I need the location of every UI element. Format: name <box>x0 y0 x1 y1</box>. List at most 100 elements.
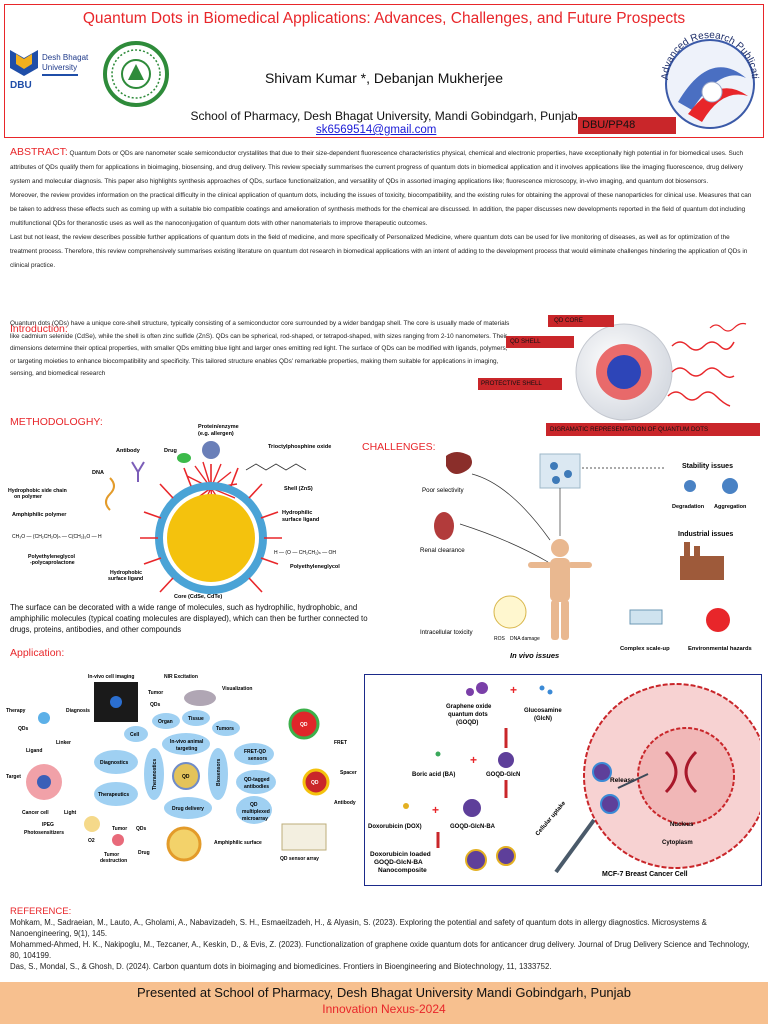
label-peg-pcl-2: -polycaprolactone <box>30 560 75 566</box>
challenges-heading: CHALLENGES: <box>362 441 436 453</box>
dbu-name-line2: University <box>42 63 77 72</box>
hazard-icon <box>706 608 730 632</box>
center-qd-icon <box>172 762 200 790</box>
label-tumor-destruction-2: destruction <box>100 858 127 864</box>
arp-center <box>701 81 723 103</box>
label-boric-acid: Boric acid (BA) <box>412 772 455 778</box>
amphiphilic-qd-icon <box>166 826 202 862</box>
dna-helix-icon <box>664 750 698 794</box>
label-shell: Shell (ZnS) <box>284 486 313 492</box>
petal-biosensors <box>208 748 228 800</box>
university-seal-logo <box>103 41 169 107</box>
label-drug: Drug <box>164 448 177 454</box>
label-tumor-destruction: Tumor <box>104 852 119 858</box>
qd-surface-coating-figure: Antibody Drug Protein/enzyme (e.g. aller… <box>8 424 340 600</box>
dna-icon <box>105 477 115 511</box>
label-qd-tagged: QD-tagged <box>244 777 270 783</box>
label-invivo-cell-imaging: In-vivo cell imaging <box>88 674 134 680</box>
label-qd-tagged-2: antibodies <box>244 784 269 790</box>
label-diagnostics: Diagnostics <box>100 760 129 766</box>
label-poor-selectivity: Poor selectivity <box>422 487 465 494</box>
abstract-heading: ABSTRACT: <box>10 146 68 158</box>
dbu-underline <box>42 74 78 76</box>
emission-wave-4 <box>709 322 747 332</box>
label-stability-issues: Stability issues <box>682 463 733 470</box>
affiliation: School of Pharmacy, Desh Bhagat Universi… <box>190 109 578 123</box>
reference-item: Mohkam, M., Sadraeian, M., Lauto, A., Gh… <box>10 918 707 938</box>
dox-particle <box>403 803 409 809</box>
label-qd-sensor-array: QD sensor array <box>280 856 319 862</box>
uptake-arrow <box>554 818 596 874</box>
qd-sensor-array-icon <box>281 823 327 851</box>
goqd-glcn-icon <box>498 752 514 768</box>
qd-core-label: QD CORE <box>548 315 614 327</box>
arp-swirl-blue <box>678 67 746 110</box>
challenges-figure: Poor selectivity Renal clearance Intrace… <box>420 452 752 660</box>
label-hydrophobic-ligand-2: surface ligand <box>108 576 143 582</box>
protein-icon <box>202 441 220 459</box>
label-light: Light <box>64 810 77 816</box>
label-topo: Trioctylphosphine oxide <box>268 444 331 450</box>
arp-swirl-red <box>688 88 748 122</box>
ligand-spikes <box>140 464 282 593</box>
footer-presented-at: Presented at School of Pharmacy, Desh Bh… <box>136 985 632 1000</box>
introduction-text: Quantum dots (QDs) have a unique core-sh… <box>10 320 510 378</box>
label-env-hazards: Environmental hazards <box>688 646 752 652</box>
header-frame <box>4 4 764 138</box>
label-drug-delivery: Drug delivery <box>172 806 204 812</box>
label-fret-qd-2: sensors <box>248 756 267 762</box>
application-heading: Application: <box>10 647 65 659</box>
label-dox-loaded-2: GOQD-GlcN-BA <box>374 859 423 866</box>
label-hydrophilic-2: surface ligand <box>282 517 319 523</box>
petal-drug-delivery <box>164 797 212 819</box>
diagram-caption: DIGRAMATIC REPRESENTATION OF QUANTUM DOT… <box>546 423 760 436</box>
label-o2: O2 <box>88 838 95 844</box>
topo-structure <box>245 463 307 471</box>
petal-tissue <box>182 710 210 726</box>
antibody-qd-icon <box>302 768 330 796</box>
label-core: Core (CdSe, CdTe) <box>174 594 222 600</box>
label-goqd-2: quantum dots <box>448 712 488 718</box>
references-heading: REFERENCE: <box>10 906 72 917</box>
label-nir-excitation: NIR Excitation <box>164 674 198 680</box>
abstract-section: ABSTRACT: Quantum Dots or QDs are nanome… <box>10 145 758 273</box>
goqd-glcn-ba-icon <box>463 799 481 817</box>
label-antibody-right: Antibody <box>334 800 356 806</box>
emission-wave-3 <box>667 391 731 407</box>
reference-item: Das, S., Mondal, S., & Ghosh, D. (2024).… <box>10 962 552 972</box>
label-qds-top: QDs <box>150 702 161 708</box>
peg-pcl-formula: CH₃O — (CH₂CH₂O)ₙ — C(CH₂)₅O — H <box>12 534 102 540</box>
plus-icon-2: + <box>470 753 477 767</box>
abstract-paragraph-3: Last but not least, the review describes… <box>10 234 748 269</box>
seal-dashed-ring <box>111 49 161 99</box>
label-amphiphilic: Amphiphilic polymer <box>12 512 67 518</box>
cell-imaging-glow <box>110 696 122 708</box>
poster-id-badge: DBU/PP48 <box>578 117 676 134</box>
label-release: Release <box>610 777 635 784</box>
petal-theranostics <box>144 748 164 800</box>
arp-logo: Advanced Research Publications <box>652 18 760 129</box>
arrow-body-to-kidney <box>459 523 549 563</box>
label-qd-multiplexed: QD <box>250 802 258 808</box>
goqd-particle <box>476 682 488 694</box>
drug-delivery-figure-frame <box>364 674 762 886</box>
label-dox-loaded: Doxorubicin loaded <box>370 851 431 858</box>
label-qds-bottom: QDs <box>136 826 147 832</box>
label-fret: FRET <box>334 740 347 746</box>
glcn-particle <box>539 685 545 691</box>
label-qd-multiplexed-3: microarray <box>242 816 268 822</box>
label-qd-fret: QD <box>300 722 308 728</box>
label-spacer: Spacer <box>340 770 357 776</box>
label-photosensitizers: Photosensitizers <box>24 830 64 836</box>
quantum-dot-diagram <box>575 322 747 421</box>
goqd-particle-2 <box>466 688 474 696</box>
seal-inner-ring <box>121 59 151 89</box>
poster-title: Quantum Dots in Biomedical Applications:… <box>82 10 686 27</box>
email-link[interactable]: sk6569514@gmail.com <box>316 124 437 136</box>
label-tumor-lower: Tumor <box>112 826 127 832</box>
petal-invivo-animal <box>162 733 210 755</box>
therapy-qd-icon <box>38 712 50 724</box>
label-dna: DNA <box>92 470 104 476</box>
abstract-paragraph-2: Moreover, the review provides informatio… <box>10 192 752 227</box>
dbu-abbrev: DBU <box>10 80 32 91</box>
